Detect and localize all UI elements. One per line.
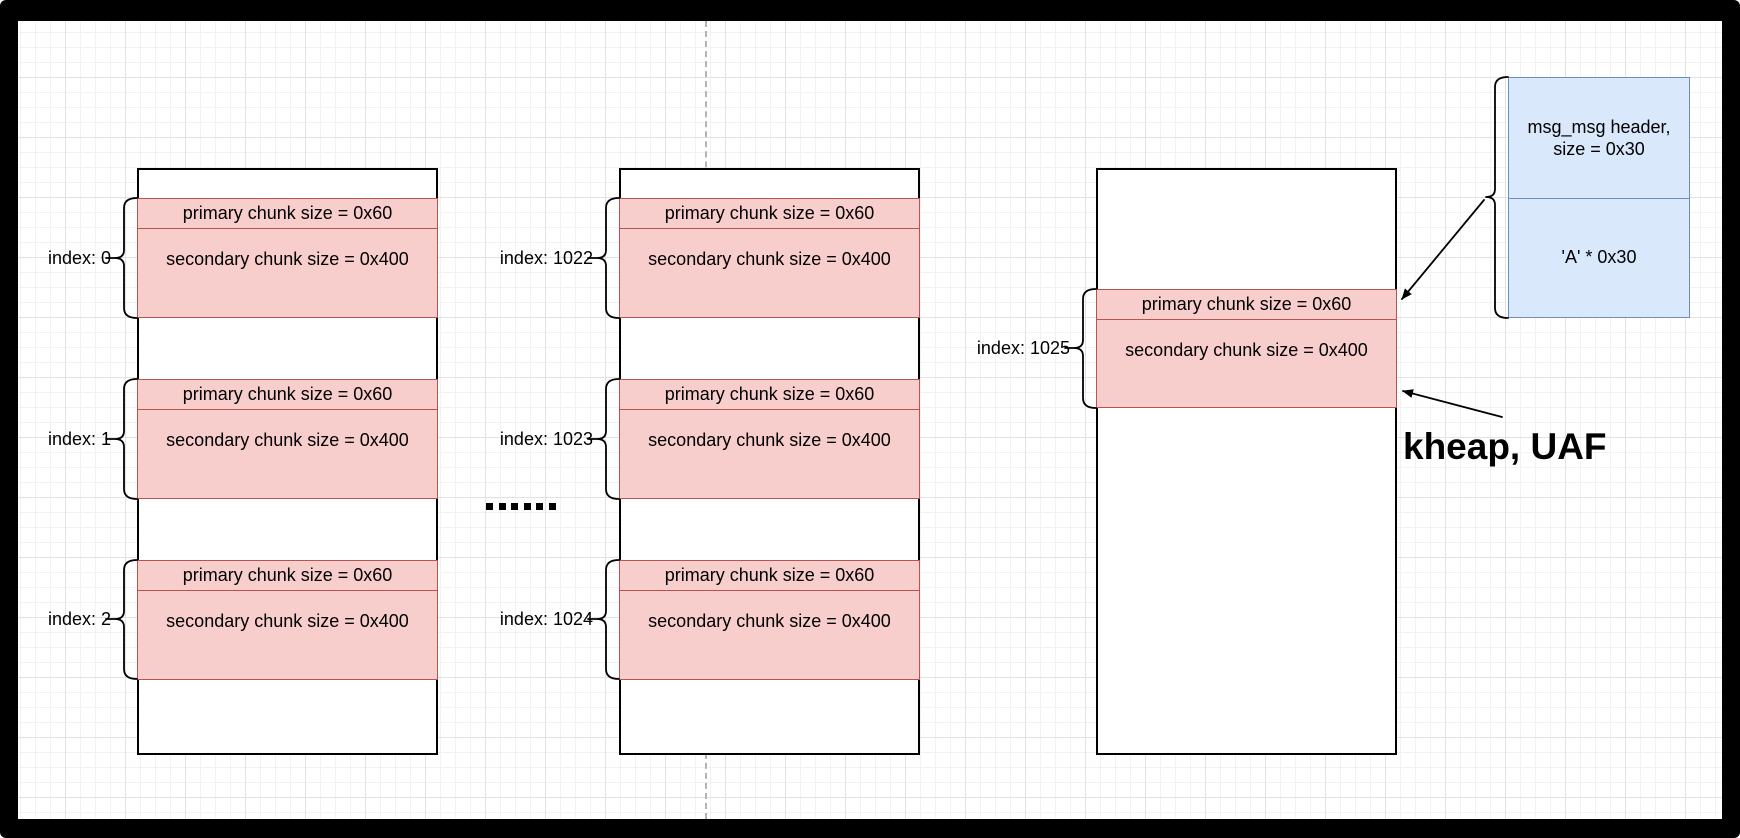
chunk-index-1023: primary chunk size = 0x60 secondary chun… <box>619 379 920 499</box>
kheap-uaf-annotation: kheap, UAF <box>1403 426 1607 467</box>
ellipsis-dot <box>548 503 556 510</box>
chunk-index-0: primary chunk size = 0x60 secondary chun… <box>137 198 438 318</box>
index-label-2: index: 2 <box>47 609 111 629</box>
ellipsis-dots <box>486 503 556 510</box>
memory-column-uaf: primary chunk size = 0x60 secondary chun… <box>1096 168 1397 755</box>
secondary-chunk-label: secondary chunk size = 0x400 <box>166 610 409 631</box>
primary-chunk-label: primary chunk size = 0x60 <box>1097 290 1396 320</box>
index-label-1022: index: 1022 <box>499 248 593 268</box>
brace-msg-box <box>1485 76 1509 319</box>
msg-msg-body-cell: 'A' * 0x30 <box>1509 199 1689 317</box>
msg-header-line1: msg_msg header, <box>1527 116 1671 137</box>
primary-chunk-label: primary chunk size = 0x60 <box>620 199 919 229</box>
chunk-index-1024: primary chunk size = 0x60 secondary chun… <box>619 560 920 680</box>
memory-column-left: primary chunk size = 0x60 secondary chun… <box>137 168 438 755</box>
ellipsis-dot <box>536 503 543 510</box>
chunk-index-2: primary chunk size = 0x60 secondary chun… <box>137 560 438 680</box>
msg-msg-box: msg_msg header, size = 0x30 'A' * 0x30 <box>1508 77 1690 318</box>
memory-column-middle: primary chunk size = 0x60 secondary chun… <box>619 168 920 755</box>
arrow-msg-to-chunk <box>1401 199 1485 300</box>
index-label-1023: index: 1023 <box>499 429 593 449</box>
chunk-index-1022: primary chunk size = 0x60 secondary chun… <box>619 198 920 318</box>
ellipsis-dot <box>511 503 518 510</box>
primary-chunk-label: primary chunk size = 0x60 <box>620 561 919 591</box>
secondary-chunk-label: secondary chunk size = 0x400 <box>1125 339 1368 360</box>
msg-header-line2: size = 0x30 <box>1553 138 1645 159</box>
chunk-index-1025: primary chunk size = 0x60 secondary chun… <box>1096 289 1397 408</box>
secondary-chunk-label: secondary chunk size = 0x400 <box>166 248 409 269</box>
diagram-canvas: primary chunk size = 0x60 secondary chun… <box>18 21 1722 819</box>
arrow-kheap-to-chunk <box>1402 389 1503 418</box>
secondary-chunk-label: secondary chunk size = 0x400 <box>648 610 891 631</box>
index-label-1025: index: 1025 <box>976 338 1070 358</box>
index-label-1024: index: 1024 <box>499 609 593 629</box>
secondary-chunk-label: secondary chunk size = 0x400 <box>648 248 891 269</box>
primary-chunk-label: primary chunk size = 0x60 <box>138 561 437 591</box>
primary-chunk-label: primary chunk size = 0x60 <box>138 380 437 410</box>
primary-chunk-label: primary chunk size = 0x60 <box>138 199 437 229</box>
primary-chunk-label: primary chunk size = 0x60 <box>620 380 919 410</box>
secondary-chunk-label: secondary chunk size = 0x400 <box>648 429 891 450</box>
msg-body-label: 'A' * 0x30 <box>1561 247 1637 267</box>
secondary-chunk-label: secondary chunk size = 0x400 <box>166 429 409 450</box>
msg-msg-header-cell: msg_msg header, size = 0x30 <box>1509 78 1689 199</box>
index-label-0: index: 0 <box>47 248 111 268</box>
ellipsis-dot <box>523 503 531 510</box>
ellipsis-dot <box>498 503 506 510</box>
ellipsis-dot <box>486 503 493 510</box>
index-label-1: index: 1 <box>47 429 111 449</box>
chunk-index-1: primary chunk size = 0x60 secondary chun… <box>137 379 438 499</box>
